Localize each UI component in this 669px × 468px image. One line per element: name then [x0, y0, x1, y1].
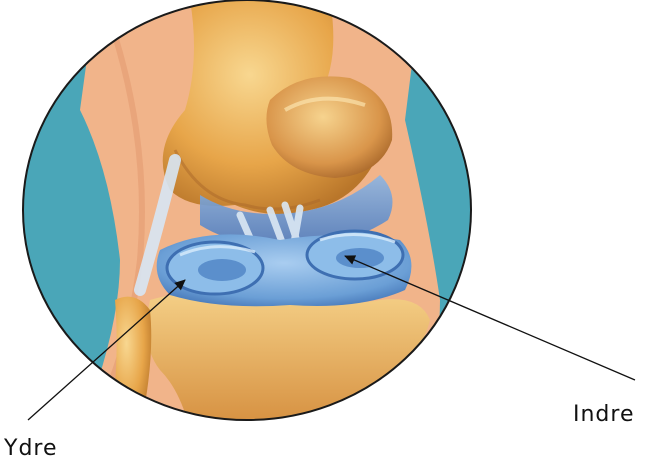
label-outer-meniscus: Ydre: [4, 438, 58, 460]
tibia: [147, 293, 430, 431]
label-inner-meniscus: Indre: [573, 404, 635, 426]
